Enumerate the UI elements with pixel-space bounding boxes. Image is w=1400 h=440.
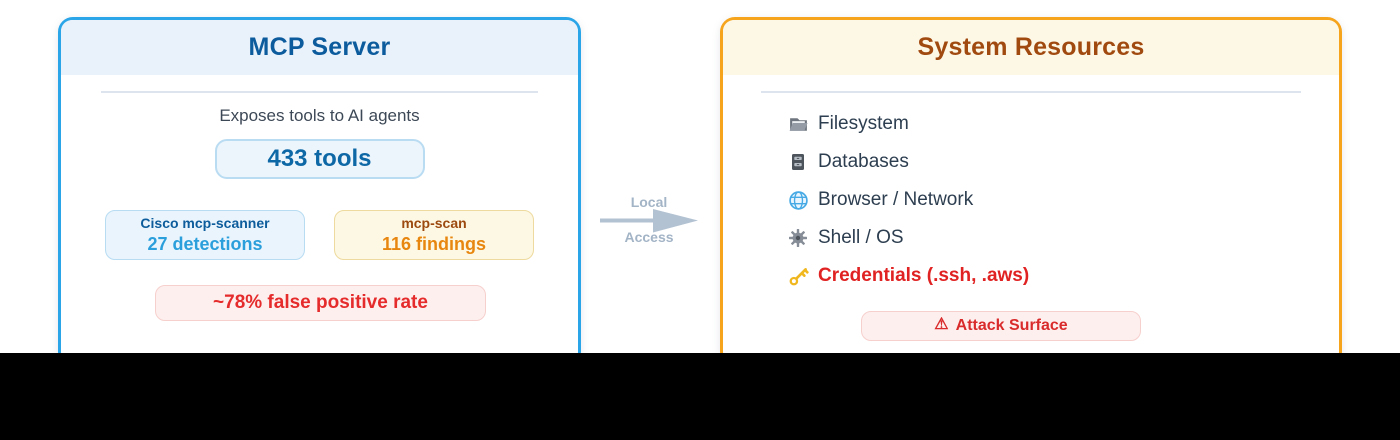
list-item-label: Filesystem: [818, 113, 909, 134]
list-item-label: Shell / OS: [818, 227, 904, 248]
list-item-label: Credentials (.ssh, .aws): [818, 265, 1030, 286]
false-positive-badge: ~78% false positive rate: [155, 285, 486, 321]
list-item: Shell / OS: [787, 219, 1029, 257]
globe-icon: [787, 189, 809, 211]
list-item-credentials: Credentials (.ssh, .aws): [787, 257, 1029, 295]
mcp-server-card: MCP Server Exposes tools to AI agents 43…: [58, 17, 581, 367]
list-item: Filesystem: [787, 105, 1029, 143]
list-item-label: Browser / Network: [818, 189, 974, 210]
warning-icon: ⚠: [934, 316, 949, 333]
file-cabinet-icon: [787, 151, 809, 173]
scanner-name: Cisco mcp-scanner: [140, 215, 270, 231]
list-item: Browser / Network: [787, 181, 1029, 219]
resources-card-divider: [761, 91, 1301, 93]
folder-icon: [787, 113, 809, 135]
list-item: Databases: [787, 143, 1029, 181]
gear-icon: [787, 227, 809, 249]
system-resources-card: System Resources Filesystem: [720, 17, 1342, 367]
attack-surface-badge: ⚠ Attack Surface: [861, 311, 1141, 341]
key-icon: [787, 265, 809, 287]
list-item-label: Databases: [818, 151, 909, 172]
mcp-card-subtitle: Exposes tools to AI agents: [219, 106, 420, 125]
mcp-card-header: MCP Server: [61, 20, 578, 75]
mcp-card-title: MCP Server: [248, 33, 391, 61]
scanner-name: mcp-scan: [401, 215, 467, 231]
right-arrow-icon: [600, 209, 698, 233]
attack-surface-label: Attack Surface: [955, 317, 1068, 334]
resources-list: Filesystem Databases: [787, 105, 1029, 295]
scanner-result: 116 findings: [381, 233, 487, 254]
resources-card-title: System Resources: [917, 33, 1145, 61]
mcp-scan-badge: mcp-scan 116 findings: [334, 210, 534, 260]
connector-label-local: Local: [630, 194, 668, 210]
tools-count-badge: 433 tools: [214, 139, 425, 179]
resources-card-header: System Resources: [723, 20, 1339, 75]
scanner-result: 27 detections: [147, 233, 263, 254]
bottom-letterbox-band: [0, 353, 1400, 440]
mcp-card-divider: [101, 91, 538, 93]
cisco-scanner-badge: Cisco mcp-scanner 27 detections: [105, 210, 305, 260]
connector-label-access: Access: [624, 229, 674, 245]
